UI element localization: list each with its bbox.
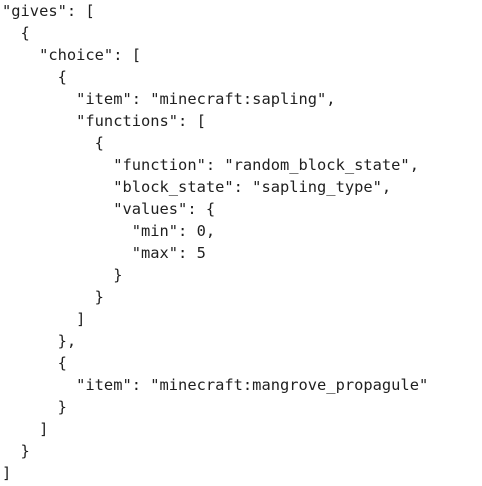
code-line: }, — [2, 332, 77, 350]
code-line: } — [2, 266, 123, 284]
code-line: ] — [2, 464, 12, 482]
code-line: "min": 0, — [2, 222, 216, 240]
code-line: { — [2, 354, 67, 372]
code-line: } — [2, 398, 67, 416]
code-line: { — [2, 68, 67, 86]
code-line: "block_state": "sapling_type", — [2, 178, 392, 196]
code-line: { — [2, 24, 30, 42]
code-line: ] — [2, 420, 49, 438]
code-line: "functions": [ — [2, 112, 206, 130]
code-line: "item": "minecraft:sapling", — [2, 90, 336, 108]
code-line: ] — [2, 310, 86, 328]
code-line: } — [2, 288, 104, 306]
code-line: "item": "minecraft:mangrove_propagule" — [2, 376, 429, 394]
code-line: "values": { — [2, 200, 216, 218]
code-line: "max": 5 — [2, 244, 206, 262]
code-line: "gives": [ — [2, 2, 95, 20]
code-line: { — [2, 134, 104, 152]
code-line: } — [2, 442, 30, 460]
code-line: "choice": [ — [2, 46, 141, 64]
code-line: "function": "random_block_state", — [2, 156, 419, 174]
